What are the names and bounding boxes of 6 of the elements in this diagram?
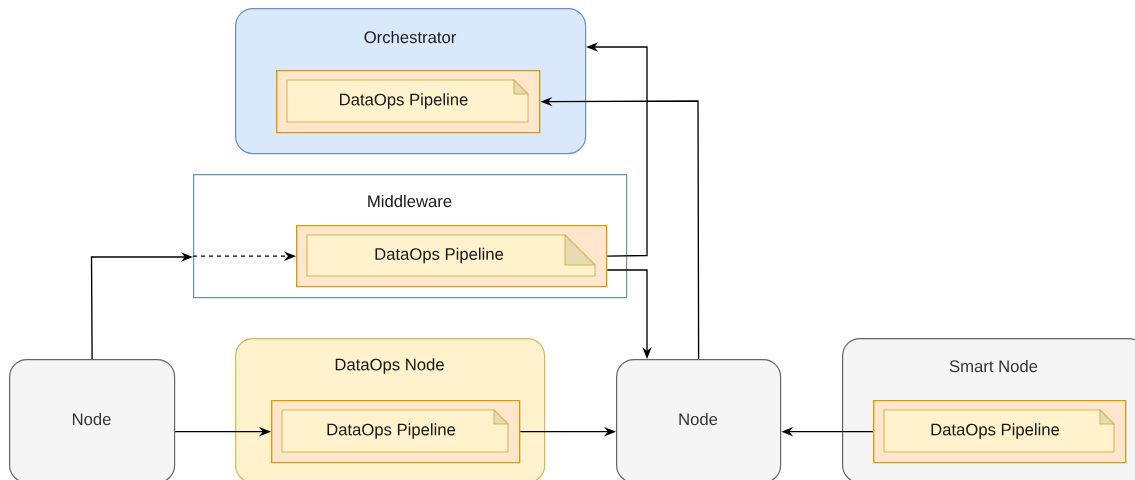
pipeline-box: DataOps Pipeline (296, 225, 608, 288)
pipeline-box: DataOps Pipeline (271, 400, 521, 464)
pipeline-box: DataOps Pipeline (873, 400, 1127, 464)
node-box: Node (616, 359, 782, 480)
pipeline-box: DataOps Pipeline (276, 70, 541, 134)
node-box: Node (9, 359, 176, 480)
